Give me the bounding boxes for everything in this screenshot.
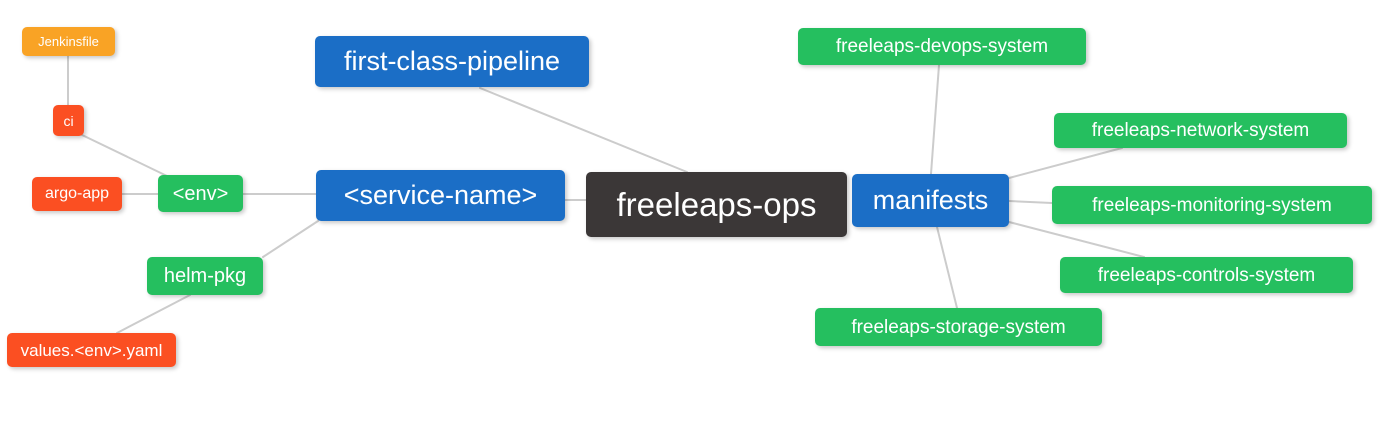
node-freeleaps-ops[interactable]: freeleaps-ops bbox=[586, 172, 847, 237]
edge-manifests-to-freeleaps-network-system bbox=[1008, 147, 1123, 179]
node-freeleaps-monitoring-system[interactable]: freeleaps-monitoring-system bbox=[1052, 186, 1372, 224]
edge-ci-to-env bbox=[79, 133, 168, 177]
node-freeleaps-controls-system[interactable]: freeleaps-controls-system bbox=[1060, 257, 1353, 293]
node-freeleaps-storage-system[interactable]: freeleaps-storage-system bbox=[815, 308, 1102, 346]
node-jenkinsfile[interactable]: Jenkinsfile bbox=[22, 27, 115, 56]
node-first-class-pipeline[interactable]: first-class-pipeline bbox=[315, 36, 589, 87]
edge-manifests-to-freeleaps-devops-system bbox=[930, 64, 940, 175]
node-freeleaps-devops-system[interactable]: freeleaps-devops-system bbox=[798, 28, 1086, 65]
edge-manifests-to-freeleaps-controls-system bbox=[1008, 221, 1145, 258]
edge-manifests-to-freeleaps-storage-system bbox=[936, 226, 958, 309]
edge-first-class-pipeline-to-freeleaps-ops bbox=[479, 87, 688, 173]
node-helm-pkg[interactable]: helm-pkg bbox=[147, 257, 263, 295]
edge-service-name-to-helm-pkg bbox=[262, 220, 319, 258]
node-values-env-yaml[interactable]: values.<env>.yaml bbox=[7, 333, 176, 367]
node-argo-app[interactable]: argo-app bbox=[32, 177, 122, 211]
node-env[interactable]: <env> bbox=[158, 175, 243, 212]
node-freeleaps-network-system[interactable]: freeleaps-network-system bbox=[1054, 113, 1347, 148]
node-manifests[interactable]: manifests bbox=[852, 174, 1009, 227]
edge-manifests-to-freeleaps-monitoring-system bbox=[1008, 200, 1053, 204]
node-service-name[interactable]: <service-name> bbox=[316, 170, 565, 221]
edge-helm-pkg-to-values-env-yaml bbox=[116, 294, 191, 334]
node-ci[interactable]: ci bbox=[53, 105, 84, 136]
